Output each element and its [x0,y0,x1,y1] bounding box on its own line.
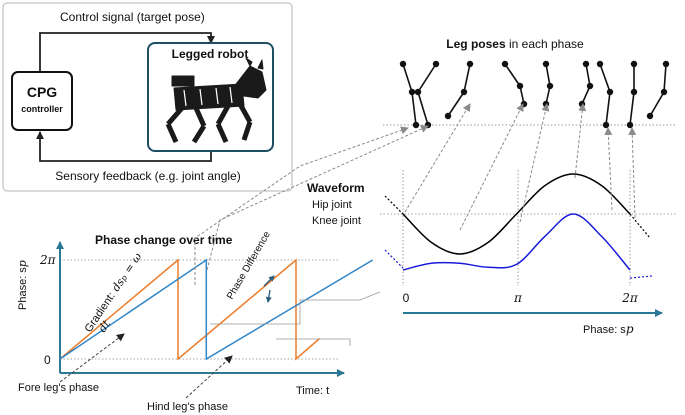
cpg-title: CPG [27,84,57,100]
waveform-axis-label-text: Phase: s [583,324,626,336]
gradient-annotation: Gradient:dsp= ω [82,250,145,334]
phase-plot-x-label: Time: t [296,385,329,397]
leg-poses-title: Leg poses in each phase [446,37,584,51]
gradient-numerator-sub: p [119,273,129,282]
control-loop-panel: Control signal (target pose) CPG control… [2,2,293,192]
hind-leg-pointer [185,355,233,399]
leg-pose-9 [646,60,670,120]
phase-plot-y-label-sub: p [16,260,29,267]
cpg-box [11,71,73,131]
knee-curve-extension-left [384,249,404,269]
hip-joint-curve [402,173,631,255]
phase-difference-arrow-up [263,275,275,287]
robot-label: Legged robot [172,47,249,61]
robot-stripes [183,86,233,107]
knee-joint-label: Knee joint [312,215,361,227]
gradient-equation: = ω [121,250,144,275]
waveform-title: Waveform [307,181,365,195]
leg-pose-4 [501,60,528,108]
waveform-guides [380,170,676,286]
fore-leg-pointer [59,333,125,383]
control-signal-arrow [39,32,215,74]
waveform-tick-0: 0 [403,291,410,305]
leg-poses-title-rest: in each phase [506,37,584,51]
control-signal-label: Control signal (target pose) [60,10,205,24]
knee-joint-curve [402,213,631,271]
waveform-tick-pi: π [513,291,523,305]
connector-arrows [194,103,637,285]
feedback-arrow [36,131,212,162]
leg-pose-5 [542,60,554,108]
phase-to-waveform-links [210,291,381,346]
phase-plot-y-label-text: Phase: s [17,267,29,310]
phase-series-fore-leg [59,258,321,361]
feedback-label: Sensory feedback (e.g. joint angle) [55,169,240,183]
hind-leg-label: Hind leg's phase [147,401,228,413]
phase-plot-y-tick-0: 0 [44,353,51,367]
leg-poses-group [399,60,670,129]
waveform-axis-label-sub: p [626,322,634,336]
phase-series-hind-leg [59,258,374,361]
phase-difference-arrow-down [265,289,272,303]
hip-curve-extension-left [384,195,404,215]
phase-plot-y-tick-2pi: 2π [39,253,57,267]
hip-curve-extension-right [629,213,651,239]
phase-plot-title: Phase change over time [95,233,233,247]
legged-robot-icon [165,57,267,144]
waveform-axis-label: Phase: sp [583,322,634,336]
leg-pose-3 [444,60,474,120]
leg-pose-1 [399,60,420,129]
hip-joint-label: Hip joint [312,199,352,211]
leg-pose-7 [596,60,614,129]
phase-plot-guides [60,259,340,360]
fore-leg-label: Fore leg's phase [18,382,99,394]
cpg-subtitle: controller [21,104,63,114]
phase-plot-y-label: Phase: sp [16,260,29,310]
leg-pose-2 [414,60,440,129]
waveform-tick-2pi: 2π [621,291,639,305]
phase-plot-series [59,258,374,361]
leg-pose-6 [578,60,594,108]
knee-curve-extension-right [629,275,653,279]
leg-poses-title-bold: Leg poses [446,37,506,51]
leg-pose-8 [626,60,638,129]
